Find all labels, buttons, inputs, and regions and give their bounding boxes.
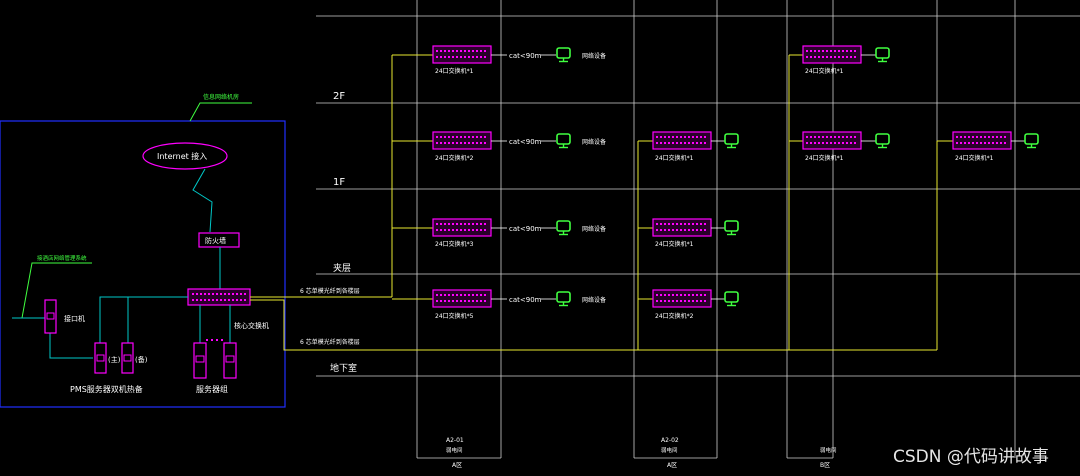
building-b-room: 弱电间	[661, 446, 678, 454]
monitor-icon	[875, 47, 890, 63]
grid	[316, 0, 1080, 459]
building-c-column: 24口交换机*1 24口交换机*1 弱电间 B区	[802, 45, 890, 469]
internet-label: Internet 接入	[157, 151, 207, 161]
monitor-icon	[724, 291, 739, 307]
floor-label-1f: 1F	[333, 177, 345, 188]
switch-b-1f	[652, 131, 712, 150]
terminal-label-a-2f: 网络设备	[582, 52, 606, 60]
switch-a-1f-label: 24口交换机*2	[435, 154, 474, 162]
monitor-icon	[556, 291, 571, 307]
fiber-backbone-lines	[250, 54, 953, 351]
switch-c-1f-label: 24口交换机*1	[805, 154, 844, 162]
cable-label-a-mezzanine: cat<90m	[509, 225, 542, 233]
fiber-backbone-label-2: 6 芯单模光纤到各楼层	[300, 338, 360, 346]
building-b-code: A2-02	[661, 437, 679, 444]
terminal-label-a-1f: 网络设备	[582, 138, 606, 146]
cable-label-a-basement: cat<90m	[509, 296, 542, 304]
core-room-callout	[189, 102, 252, 122]
building-b-zone: A区	[667, 462, 677, 469]
floor-label-2f: 2F	[333, 91, 345, 102]
pms-host-main	[94, 342, 107, 374]
core-room-links	[12, 296, 231, 359]
switch-b-basement-label: 24口交换机*2	[655, 312, 694, 320]
fiber-backbone-label-1: 6 芯单模光纤到各楼层	[300, 287, 360, 295]
monitor-icon	[556, 220, 571, 236]
switch-c-2f	[802, 45, 862, 64]
firewall-box	[198, 232, 240, 248]
pms-note-callout	[21, 262, 92, 319]
floor-label-basement: 地下室	[330, 362, 357, 374]
building-c-zone: B区	[820, 462, 830, 469]
cable-label-a-2f: cat<90m	[509, 52, 542, 60]
pms-host-main-label: (主)	[108, 355, 121, 364]
server-group	[193, 339, 237, 379]
pms-host-backup	[121, 342, 134, 374]
switch-a-1f	[432, 131, 492, 150]
switch-d-1f	[952, 131, 1012, 150]
switch-a-mezzanine-label: 24口交换机*3	[435, 240, 474, 248]
monitor-icon	[556, 133, 571, 149]
switch-b-mezzanine	[652, 218, 712, 237]
interface-host	[44, 299, 57, 334]
switch-b-1f-label: 24口交换机*1	[655, 154, 694, 162]
internet-cloud	[142, 142, 228, 170]
terminal-label-a-mezzanine: 网络设备	[582, 225, 606, 233]
core-room-box	[0, 120, 286, 408]
terminal-label-a-basement: 网络设备	[582, 296, 606, 304]
building-a-column: 24口交换机*1 24口交换机*2 24口交换机*3 24口交换机*5 cat<…	[432, 45, 606, 469]
monitor-icon	[1024, 133, 1039, 149]
cable-label-a-1f: cat<90m	[509, 138, 542, 146]
floor-label-mezzanine: 夹层	[333, 262, 351, 274]
building-d-column: 24口交换机*1	[952, 131, 1039, 162]
interface-host-label: 接口机	[64, 314, 85, 323]
firewall-label: 防火墙	[205, 236, 226, 245]
switch-c-2f-label: 24口交换机*1	[805, 67, 844, 75]
monitor-icon	[724, 133, 739, 149]
building-c-room: 弱电间	[820, 446, 837, 454]
building-a-zone: A区	[452, 462, 462, 469]
building-b-column: 24口交换机*1 24口交换机*1 24口交换机*2 A2-02 弱电间 A区	[652, 131, 739, 469]
monitor-icon	[724, 220, 739, 236]
switch-b-basement	[652, 289, 712, 308]
switch-a-2f-label: 24口交换机*1	[435, 67, 474, 75]
monitor-icon	[875, 133, 890, 149]
watermark: CSDN @代码讲故事	[893, 447, 1049, 467]
core-switch	[187, 288, 251, 306]
pms-note-label: 接酒店网络管理系统	[37, 254, 87, 262]
building-a-code: A2-01	[446, 437, 464, 444]
pms-server-label: PMS服务器双机热备	[70, 384, 143, 394]
switch-a-2f	[432, 45, 492, 64]
server-group-label: 服务器组	[196, 384, 228, 394]
switch-d-1f-label: 24口交换机*1	[955, 154, 994, 162]
switch-c-1f	[802, 131, 862, 150]
building-a-room: 弱电间	[446, 446, 463, 454]
internet-link	[192, 168, 213, 233]
switch-a-basement-label: 24口交换机*5	[435, 312, 474, 320]
switch-b-mezzanine-label: 24口交换机*1	[655, 240, 694, 248]
pms-host-backup-label: (备)	[135, 355, 148, 364]
monitor-icon	[556, 47, 571, 63]
core-switch-label: 核心交换机	[234, 321, 269, 330]
switch-a-mezzanine	[432, 218, 492, 237]
switch-a-basement	[432, 289, 492, 308]
core-room-label: 信息网络机房	[203, 93, 239, 101]
